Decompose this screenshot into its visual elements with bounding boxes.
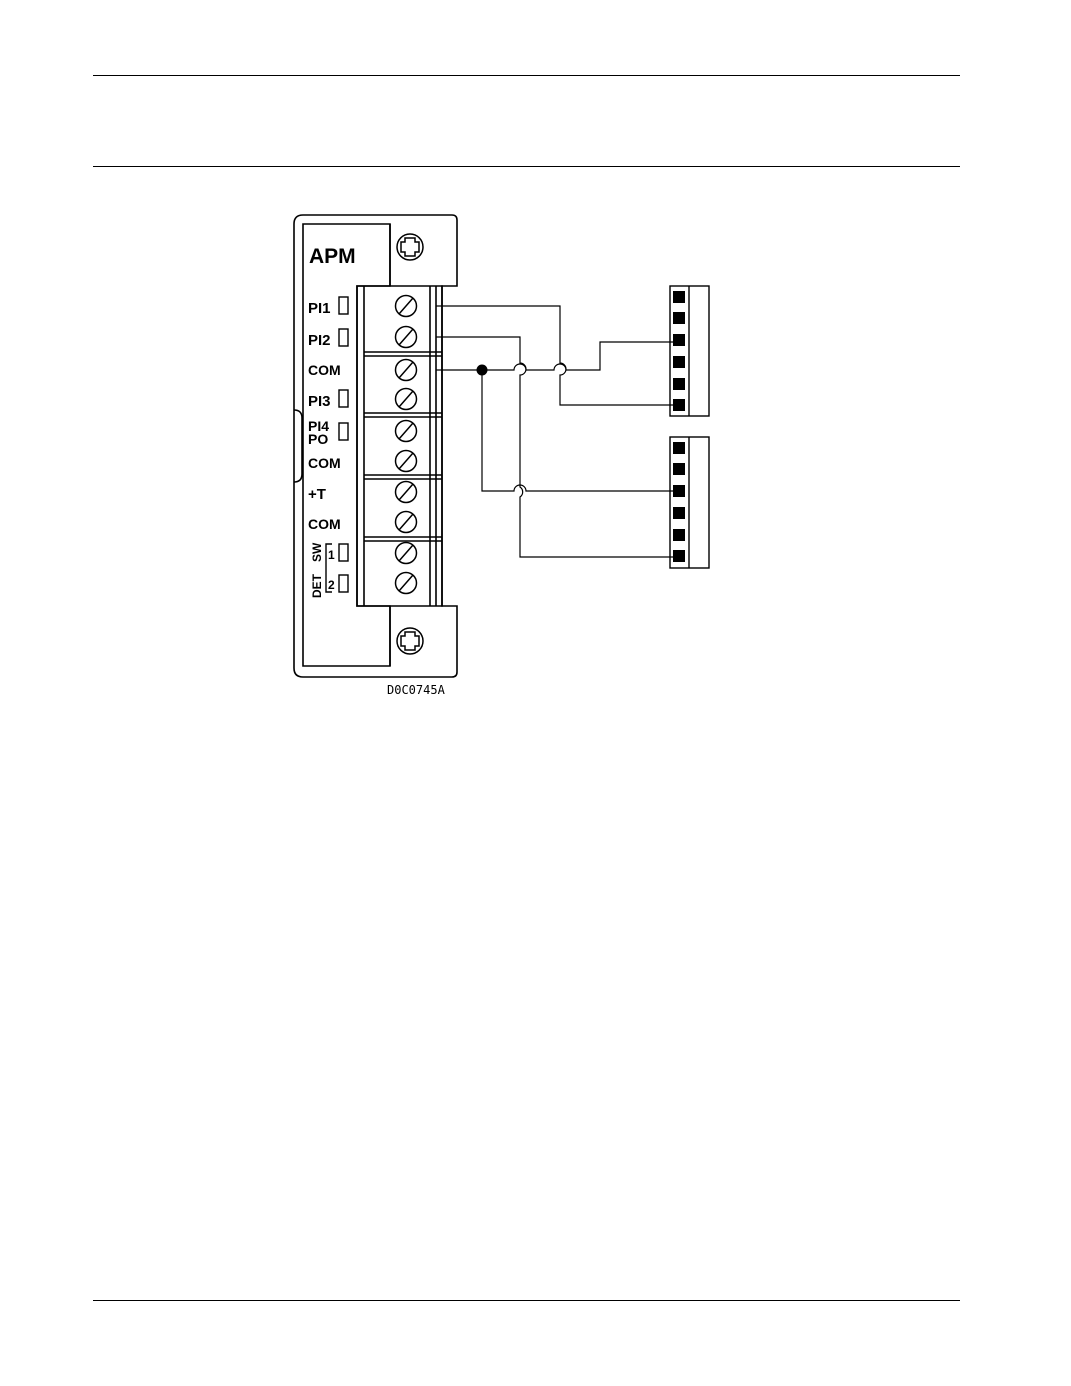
connector-upper-pin bbox=[673, 312, 685, 324]
connector-upper-pin bbox=[673, 356, 685, 368]
wire-com bbox=[436, 341, 680, 371]
label-sw-1: 1 bbox=[328, 548, 335, 562]
wire-com-branch bbox=[481, 370, 680, 492]
connector-lower-pin bbox=[673, 485, 685, 497]
terminal-block bbox=[356, 285, 443, 607]
figure-id: D0C0745A bbox=[387, 683, 446, 697]
module-housing bbox=[293, 214, 458, 678]
header-rule-bottom bbox=[93, 166, 960, 167]
terminal-screw-2 bbox=[394, 325, 418, 349]
connector-lower-pin bbox=[673, 529, 685, 541]
junction-node bbox=[476, 364, 488, 376]
label-pi3: PI3 bbox=[308, 393, 331, 410]
label-sw: SW bbox=[310, 542, 324, 562]
label-pi4: PI4 bbox=[308, 418, 329, 434]
terminal-screw-7 bbox=[394, 480, 418, 504]
terminal-screw-10 bbox=[394, 571, 418, 595]
header-rule-top bbox=[93, 75, 960, 76]
led-pi2 bbox=[338, 328, 349, 347]
connector-lower-pin bbox=[673, 463, 685, 475]
connector-upper bbox=[669, 285, 710, 417]
led-sw1 bbox=[338, 543, 349, 562]
connector-upper-pin bbox=[673, 378, 685, 390]
terminal-screw-9 bbox=[394, 541, 418, 565]
label-pi2: PI2 bbox=[308, 332, 331, 349]
led-pi1 bbox=[338, 296, 349, 315]
label-sw-2: 2 bbox=[328, 578, 335, 592]
connector-lower-pin bbox=[673, 507, 685, 519]
module-side-bump bbox=[293, 409, 303, 483]
label-com-2: COM bbox=[308, 455, 341, 471]
wire-pi1 bbox=[436, 305, 680, 406]
connector-upper-pin bbox=[673, 291, 685, 303]
led-pi4 bbox=[338, 422, 349, 441]
terminal-screw-8 bbox=[394, 510, 418, 534]
footer-rule bbox=[93, 1300, 960, 1301]
mounting-screw-bottom bbox=[396, 627, 424, 655]
label-det: DET bbox=[310, 573, 324, 598]
connector-upper-pin bbox=[673, 334, 685, 346]
label-po: PO bbox=[308, 431, 328, 447]
terminal-screw-1 bbox=[394, 294, 418, 318]
terminal-screw-5 bbox=[394, 419, 418, 443]
sw-bracket bbox=[325, 543, 332, 593]
led-sw2 bbox=[338, 574, 349, 593]
terminal-screw-4 bbox=[394, 387, 418, 411]
led-pi3 bbox=[338, 389, 349, 408]
connector-lower-pin bbox=[673, 550, 685, 562]
connector-lower-pin bbox=[673, 442, 685, 454]
label-com-3: COM bbox=[308, 516, 341, 532]
module-title: APM bbox=[309, 245, 356, 268]
terminal-screw-3 bbox=[394, 358, 418, 382]
connector-lower bbox=[669, 436, 710, 569]
wire-pi2 bbox=[436, 336, 680, 558]
label-plus-t: +T bbox=[308, 486, 326, 503]
mounting-screw-top bbox=[396, 233, 424, 261]
label-com-1: COM bbox=[308, 362, 341, 378]
label-pi1: PI1 bbox=[308, 300, 331, 317]
connector-upper-pin bbox=[673, 399, 685, 411]
terminal-screw-6 bbox=[394, 449, 418, 473]
